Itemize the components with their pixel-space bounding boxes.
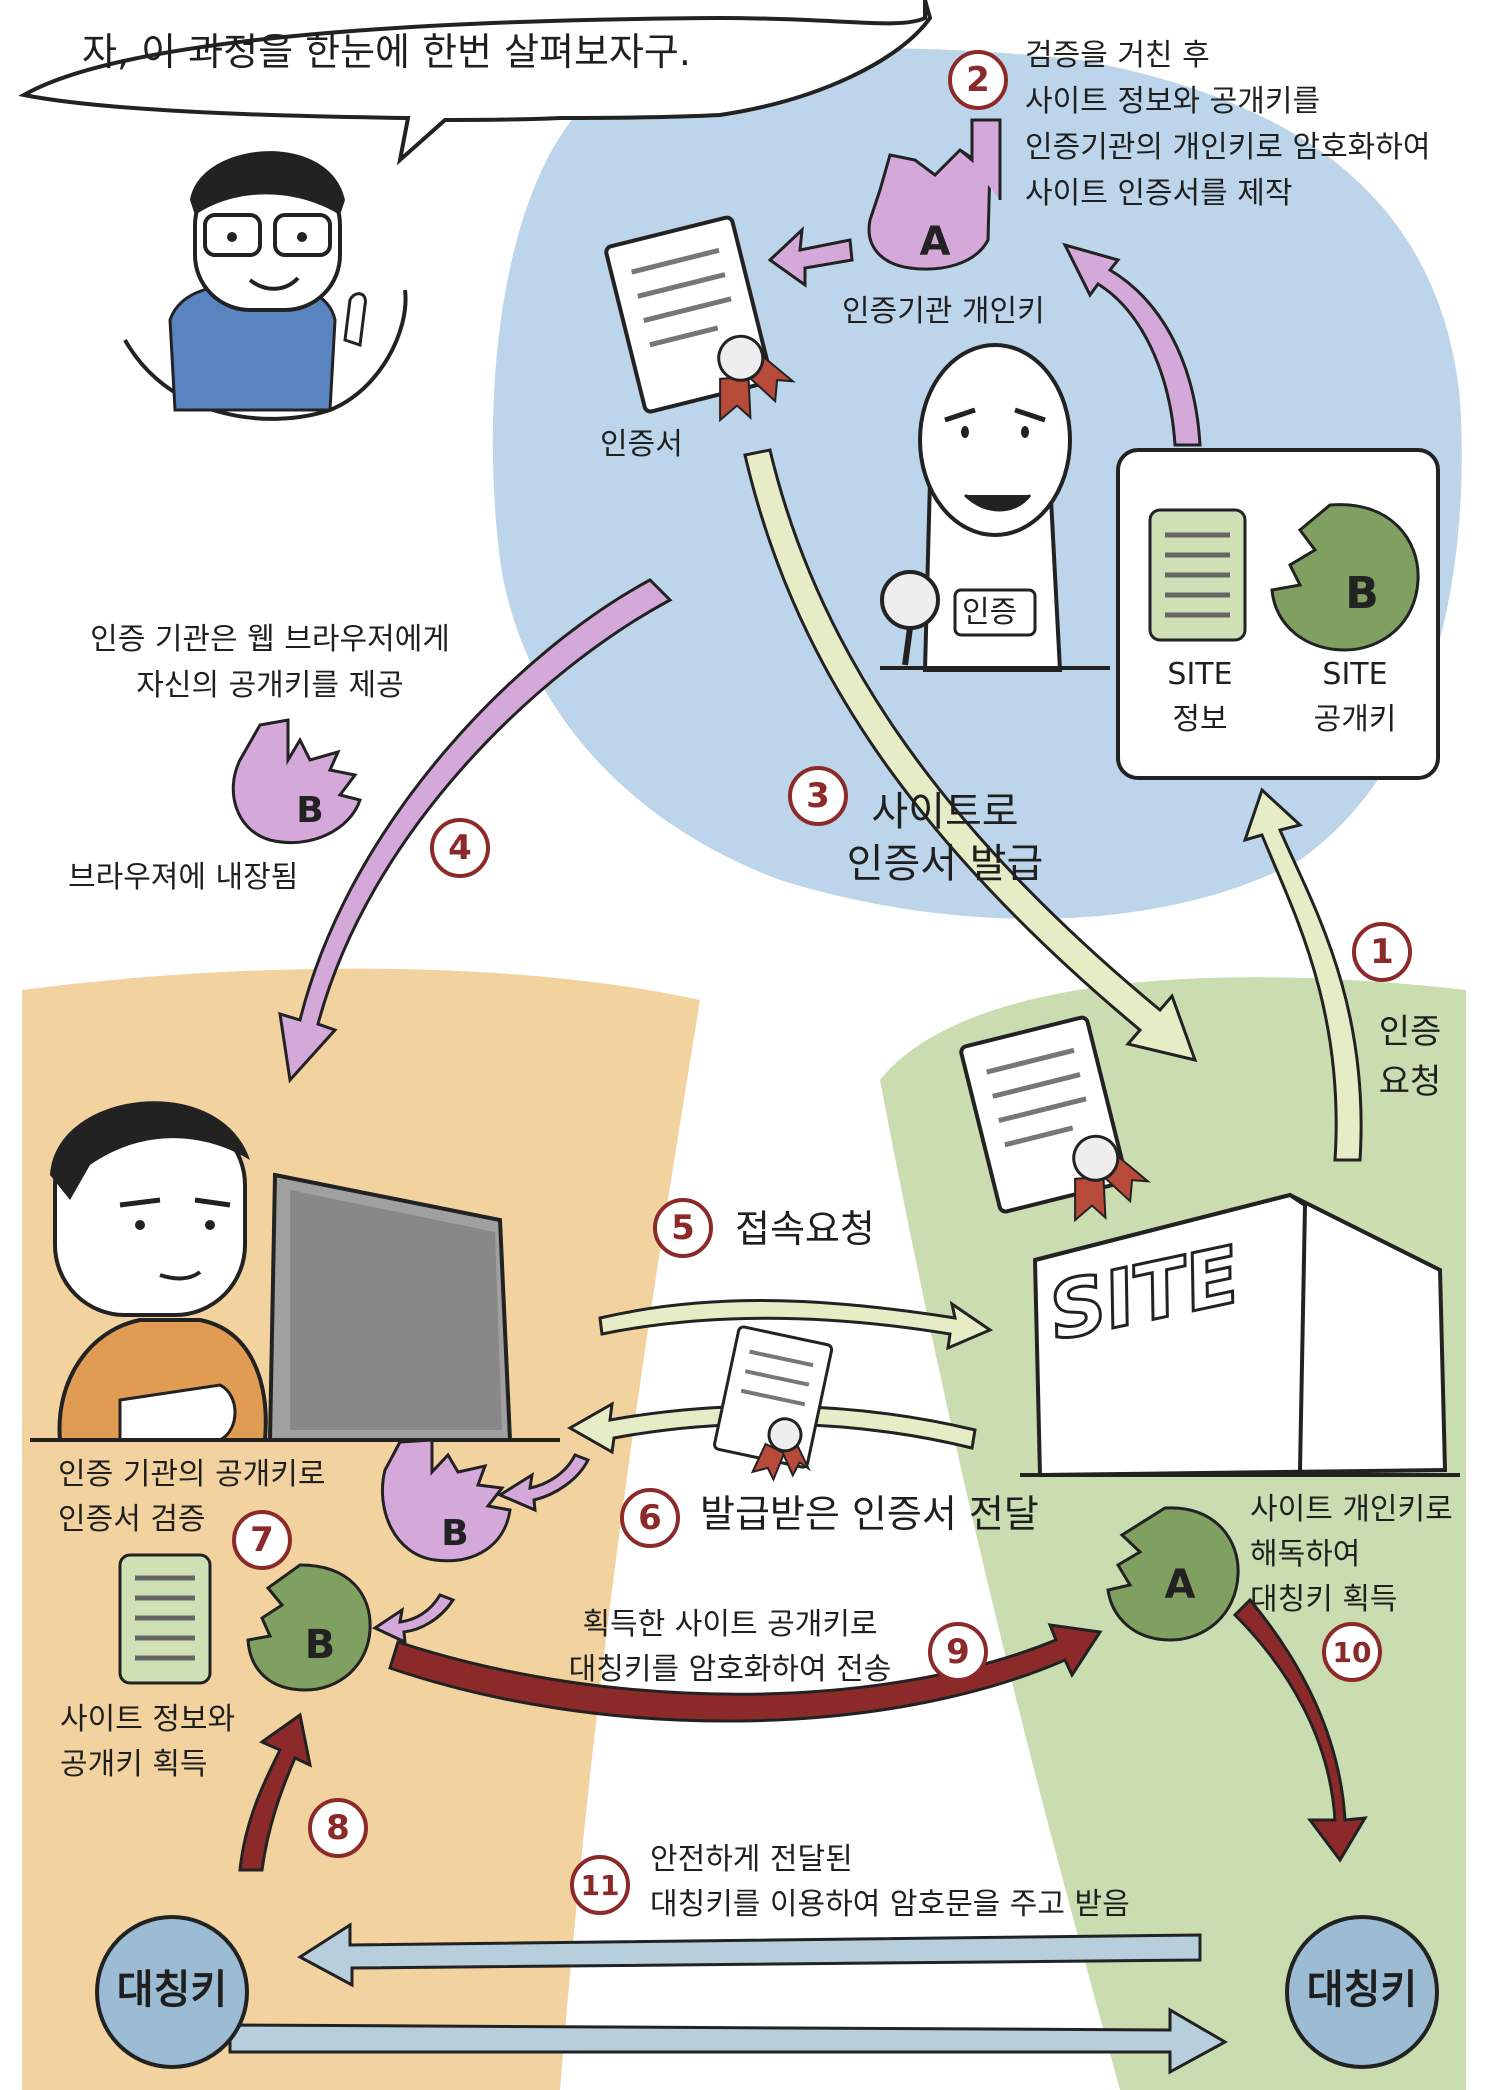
step10-line-3: 대칭키 획득 — [1250, 1582, 1398, 1617]
step-num-3: 3 — [788, 766, 848, 826]
step2-line-3: 인증기관의 개인키로 암호화하여 — [1025, 130, 1431, 165]
step3-line-2: 인증서 발급 — [846, 841, 1044, 887]
arrow-step9 — [388, 1623, 1103, 1723]
step-num-10: 10 — [1322, 1622, 1382, 1682]
step5-text: 접속요청 — [735, 1207, 875, 1251]
arrow-step3 — [743, 448, 1198, 1063]
verify-ca-key-icon — [380, 1438, 512, 1563]
site-pubkey-label-2: 공개키 — [1313, 702, 1397, 737]
speech-text: 자, 이 과정을 한눈에 한번 살펴보자구. — [82, 30, 691, 74]
site-public-key-letter-top: B — [1345, 568, 1379, 619]
symkey-left-circle — [95, 1915, 249, 2069]
step3-line-1: 사이트로 — [871, 789, 1019, 835]
symkey-right-label: 대칭키 — [1306, 1967, 1418, 2013]
step-num-11: 11 — [570, 1855, 630, 1915]
step10-line-1: 사이트 개인키로 — [1250, 1492, 1453, 1527]
arrow-step10 — [1232, 1597, 1368, 1863]
arrow-to-verify-key — [496, 1453, 591, 1513]
site-info-label-2: 정보 — [1172, 702, 1228, 737]
arrow-step6 — [566, 1401, 977, 1455]
arrow-box-to-key — [1062, 242, 1202, 447]
site-public-key-icon-top — [1270, 503, 1420, 652]
guide-character — [123, 151, 408, 421]
speech-bubble — [18, 0, 933, 166]
site-building — [1020, 1192, 1460, 1478]
obtained-site-key-letter: B — [305, 1622, 336, 1668]
step4-line-2: 자신의 공개키를 제공 — [136, 668, 404, 703]
step8-line-2: 공개키 획득 — [60, 1747, 208, 1782]
step-num-6: 6 — [620, 1488, 680, 1548]
arrow-key-to-cert — [767, 226, 854, 288]
step9-line-2: 대칭키를 암호화하여 전송 — [568, 1652, 892, 1687]
symkey-right-circle — [1285, 1915, 1439, 2069]
ca-character — [880, 343, 1110, 672]
step4-line-1: 인증 기관은 웹 브라우저에게 — [90, 622, 450, 657]
verify-ca-key-letter: B — [441, 1513, 468, 1554]
step-num-1: 1 — [1352, 922, 1412, 982]
step11-line-1: 안전하게 전달된 — [650, 1842, 853, 1877]
ca-public-key-icon — [231, 718, 362, 845]
step10-line-2: 해독하여 — [1250, 1537, 1361, 1572]
arrow-step5 — [598, 1299, 994, 1351]
step7-line-2: 인증서 검증 — [58, 1502, 206, 1537]
ca-badge-text: 인증 — [962, 595, 1018, 630]
step-num-8: 8 — [308, 1798, 368, 1858]
ca-public-key-letter: B — [296, 790, 323, 831]
step-num-2: 2 — [948, 50, 1008, 110]
step-num-9: 9 — [928, 1622, 988, 1682]
ca-private-key-letter: A — [920, 219, 951, 265]
step-num-7: 7 — [232, 1510, 292, 1570]
site-info-doc-icon — [1148, 508, 1247, 642]
arrow-step1 — [1242, 787, 1363, 1162]
site-pubkey-label-1: SITE — [1322, 657, 1388, 692]
site-building-label: SITE — [1041, 1231, 1247, 1359]
arrow-step11-left — [297, 1922, 1202, 1988]
step2-line-4: 사이트 인증서를 제작 — [1025, 176, 1293, 211]
step8-line-1: 사이트 정보와 — [60, 1702, 236, 1737]
ca-private-key-label: 인증기관 개인키 — [842, 294, 1045, 329]
obtained-site-key-icon — [246, 1563, 372, 1692]
arrow-step8 — [238, 1712, 313, 1872]
step4-bottom: 브라우져에 내장됨 — [68, 860, 299, 895]
arrow-step11-right — [228, 2007, 1229, 2075]
step2-line-2: 사이트 정보와 공개키를 — [1025, 84, 1321, 119]
transit-certificate-icon — [713, 1325, 834, 1482]
step1-line-2: 요청 — [1378, 1062, 1442, 1102]
step6-text: 발급받은 인증서 전달 — [700, 1492, 1039, 1536]
site-private-key-icon — [1106, 1506, 1240, 1642]
step11-line-2: 대칭키를 이용하여 암호문을 주고 받음 — [650, 1887, 1130, 1922]
site-info-label-1: SITE — [1167, 657, 1233, 692]
step1-line-1: 인증 — [1378, 1012, 1442, 1052]
arrow-step4 — [278, 578, 673, 1084]
step-num-4: 4 — [430, 818, 490, 878]
ca-certificate-label: 인증서 — [600, 427, 683, 462]
obtained-site-info-icon — [118, 1553, 212, 1685]
step2-line-1: 검증을 거친 후 — [1025, 38, 1210, 73]
symkey-left-label: 대칭키 — [116, 1967, 228, 2013]
user-character — [30, 1101, 560, 1442]
step7-line-1: 인증 기관의 공개키로 — [58, 1457, 326, 1492]
step-num-5: 5 — [653, 1198, 713, 1258]
site-certificate-icon — [959, 1015, 1151, 1223]
arrow-to-site-key — [371, 1593, 456, 1645]
step9-line-1: 획득한 사이트 공개키로 — [582, 1607, 878, 1642]
ca-certificate-icon — [604, 215, 796, 423]
site-private-key-letter: A — [1165, 1562, 1196, 1608]
